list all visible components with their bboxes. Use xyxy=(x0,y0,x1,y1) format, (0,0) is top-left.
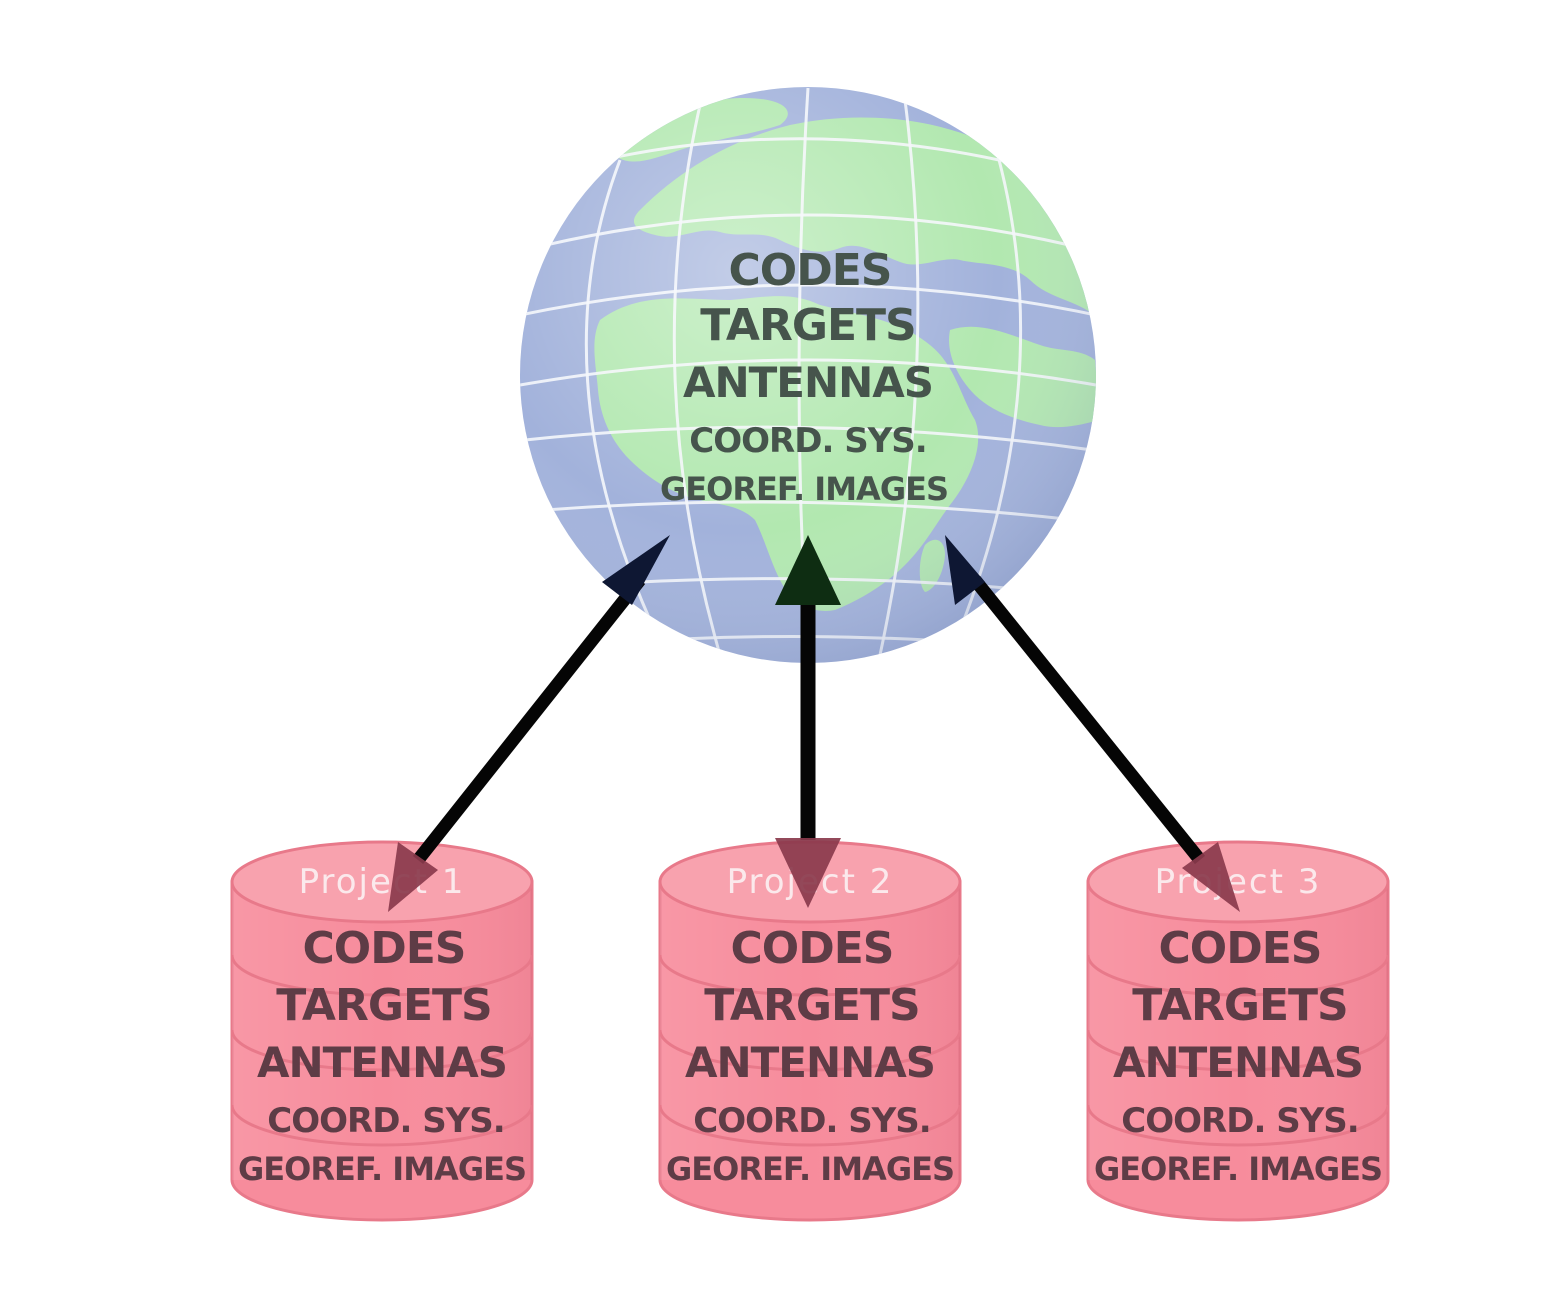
project-1-georef-images-label: GEOREF. IMAGES xyxy=(238,1150,526,1188)
globe-antennas-label: ANTENNAS xyxy=(683,358,933,407)
project-1-antennas-label: ANTENNAS xyxy=(257,1038,507,1087)
project-1-codes-label: CODES xyxy=(303,923,466,974)
globe-codes-label: CODES xyxy=(729,245,892,296)
project-3-antennas-label: ANTENNAS xyxy=(1113,1038,1363,1087)
project-2-georef-images-label: GEOREF. IMAGES xyxy=(666,1150,954,1188)
arrowhead-up-right xyxy=(945,535,985,605)
globe-targets-label: TARGETS xyxy=(700,300,915,351)
project-3-database: Project 3 CODES TARGETS ANTENNAS COORD. … xyxy=(1086,840,1390,1222)
project-2-targets-label: TARGETS xyxy=(704,980,919,1031)
globe: CODES TARGETS ANTENNAS COORD. SYS. GEORE… xyxy=(520,87,1096,663)
arrowhead-down-right xyxy=(1182,842,1240,912)
project-2-antennas-label: ANTENNAS xyxy=(685,1038,935,1087)
sync-arrow-project-3 xyxy=(945,535,1240,912)
arrowhead-down-left xyxy=(388,842,438,912)
project-3-targets-label: TARGETS xyxy=(1132,980,1347,1031)
project-2-coord-sys-label: COORD. SYS. xyxy=(693,1101,930,1141)
project-3-codes-label: CODES xyxy=(1159,923,1322,974)
globe-coord-sys-label: COORD. SYS. xyxy=(689,421,926,461)
project-3-georef-images-label: GEOREF. IMAGES xyxy=(1094,1150,1382,1188)
globe-georef-images-label: GEOREF. IMAGES xyxy=(660,470,948,508)
project-1-title: Project 1 xyxy=(299,862,466,902)
arrowhead-down-center xyxy=(775,838,841,908)
project-3-title: Project 3 xyxy=(1155,862,1322,902)
project-1-database: Project 1 CODES TARGETS ANTENNAS COORD. … xyxy=(230,840,534,1222)
arrowhead-up-center xyxy=(775,535,841,605)
project-2-codes-label: CODES xyxy=(731,923,894,974)
project-2-database: Project 2 CODES TARGETS ANTENNAS COORD. … xyxy=(658,840,962,1222)
project-3-coord-sys-label: COORD. SYS. xyxy=(1121,1101,1358,1141)
project-1-coord-sys-label: COORD. SYS. xyxy=(267,1101,504,1141)
arrowhead-up-left xyxy=(602,535,670,605)
project-1-targets-label: TARGETS xyxy=(276,980,491,1031)
sync-arrow-project-2 xyxy=(775,535,841,908)
sync-arrow-project-1 xyxy=(388,535,670,912)
